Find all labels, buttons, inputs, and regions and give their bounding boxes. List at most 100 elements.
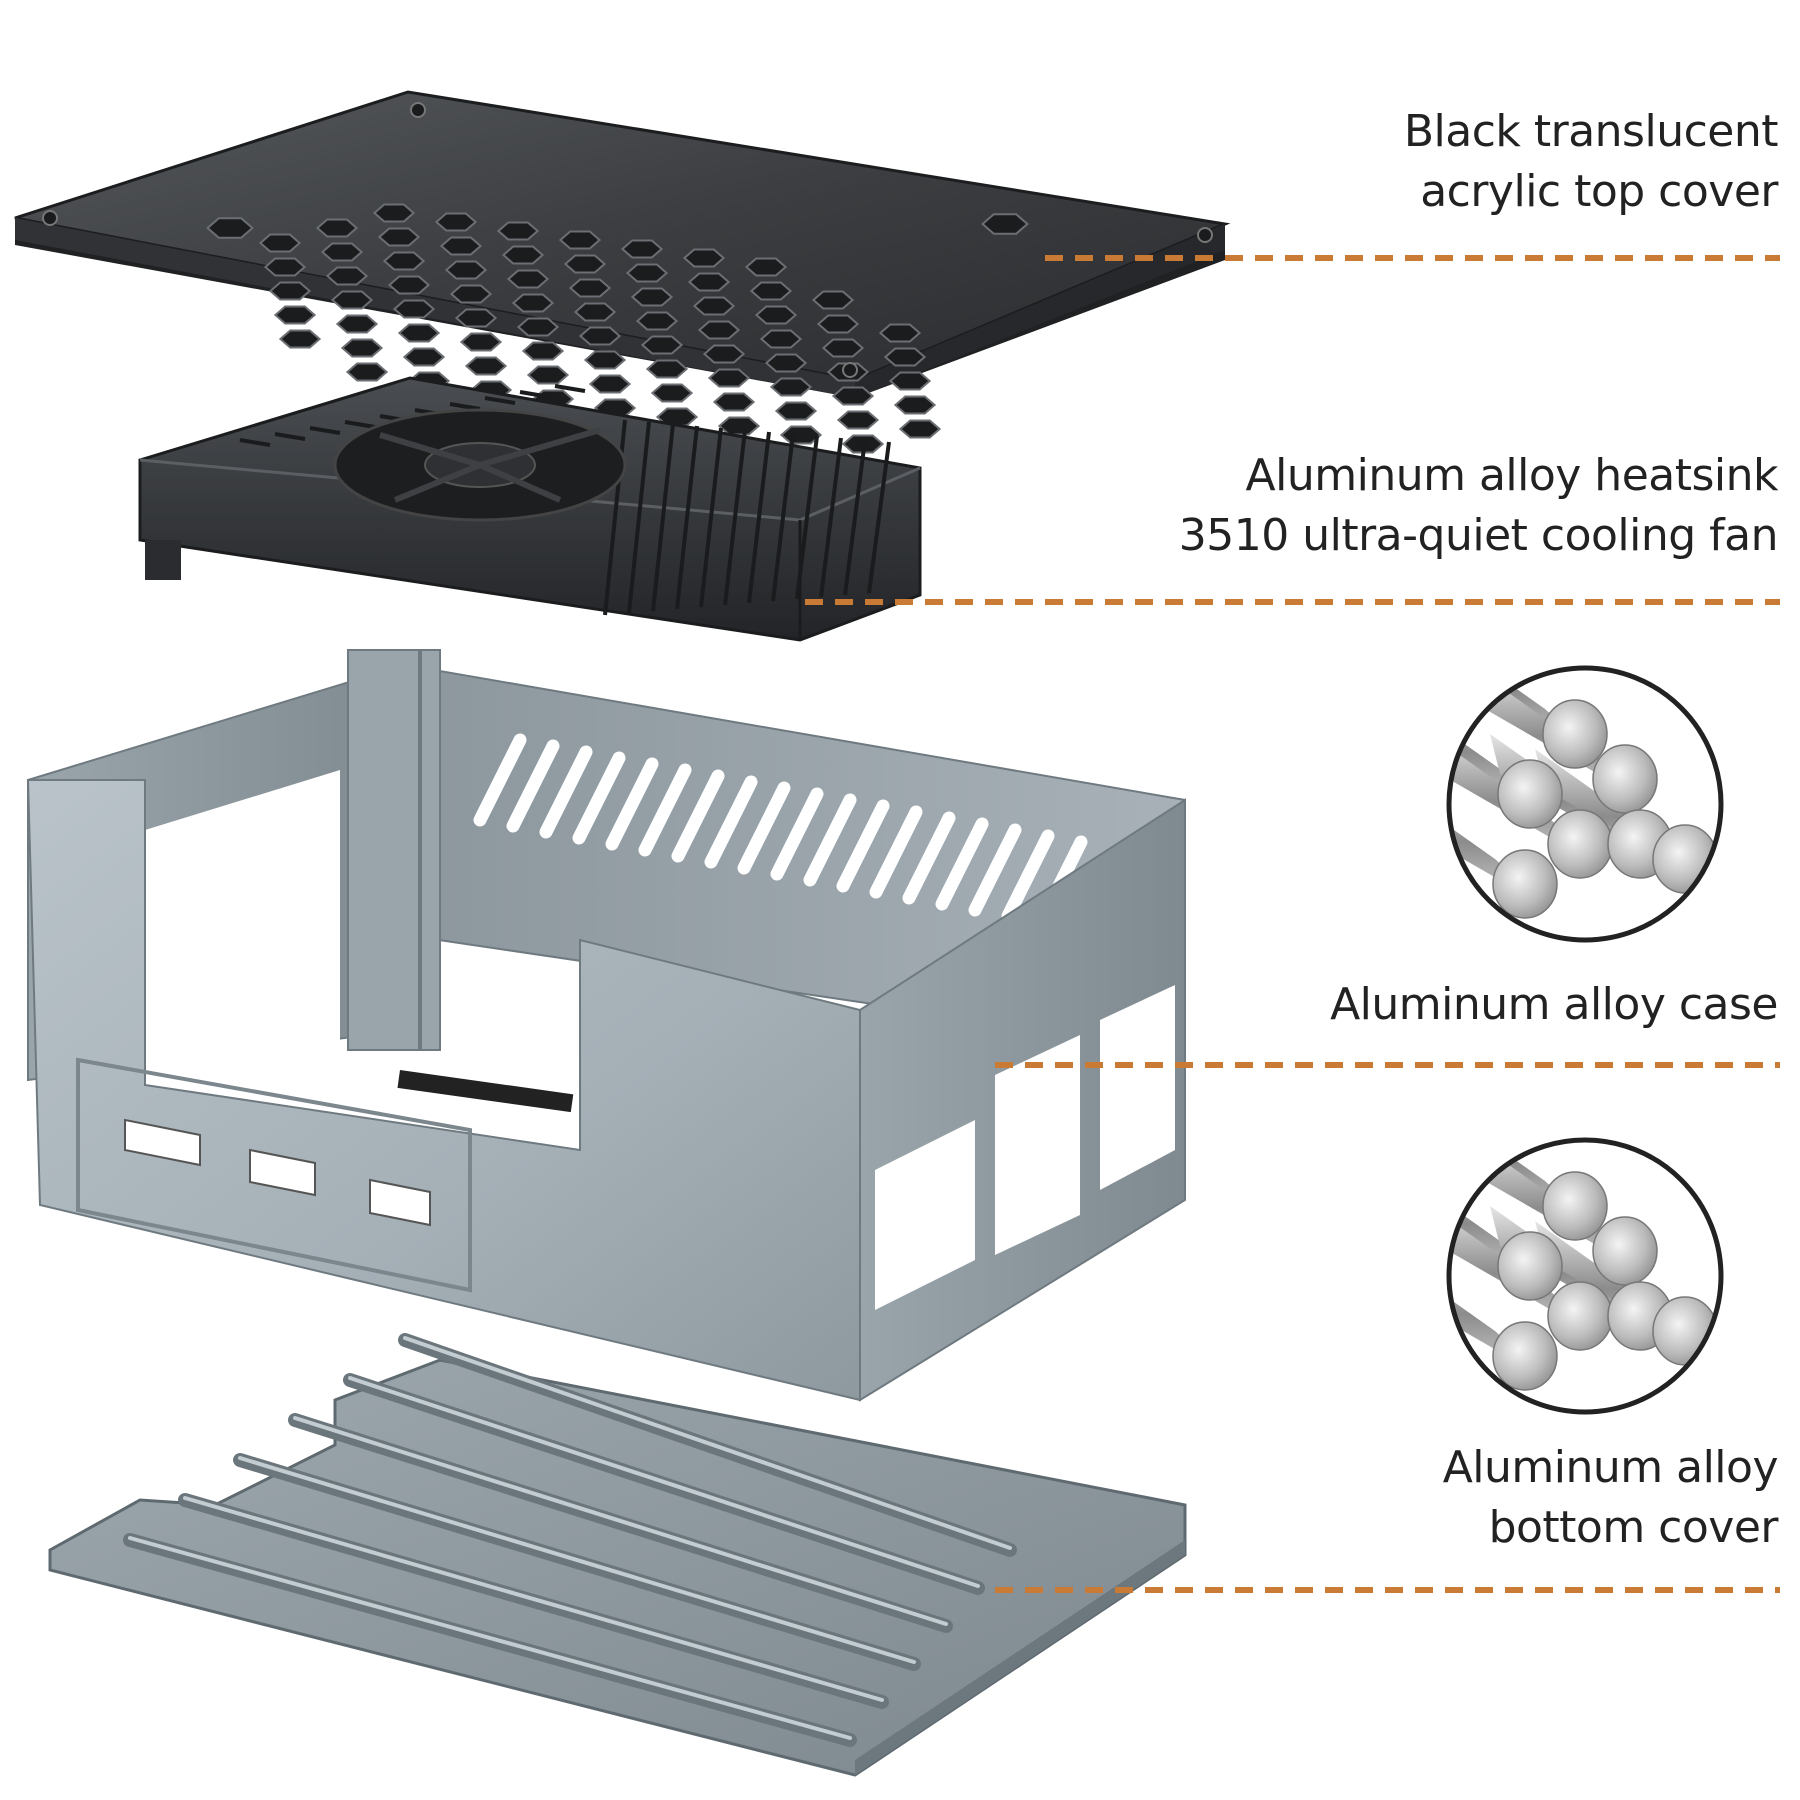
hex-vent xyxy=(392,299,436,319)
hex-vent xyxy=(702,344,746,364)
hex-vent xyxy=(454,308,498,328)
hex-vent xyxy=(568,278,612,298)
hex-vent xyxy=(583,350,627,370)
vent-slot xyxy=(572,751,626,845)
hex-vent xyxy=(402,347,446,367)
heatsink-fin xyxy=(747,431,771,604)
rod-end xyxy=(1592,1216,1658,1286)
rod-end xyxy=(1497,1231,1563,1301)
vent-slots xyxy=(473,733,1088,929)
hex-vent xyxy=(692,296,736,316)
vent-slot xyxy=(506,739,560,833)
hex-vent xyxy=(459,332,503,352)
hex-vent xyxy=(578,326,622,346)
hex-vent xyxy=(444,260,488,280)
rod-end xyxy=(1492,849,1558,919)
hex-vent xyxy=(759,329,803,349)
rod-end xyxy=(1542,699,1608,769)
label-bottom-cover-line-1: Aluminum alloy xyxy=(1442,1442,1779,1493)
hex-vent xyxy=(878,323,922,343)
hex-vent xyxy=(345,362,389,382)
heatsink-fin xyxy=(484,396,516,405)
hex-vent xyxy=(526,365,570,385)
label-top-cover-line-2: acrylic top cover xyxy=(1420,166,1778,217)
heatsink-fin xyxy=(519,390,551,399)
hex-vent xyxy=(273,305,317,325)
rod-end xyxy=(1492,1321,1558,1391)
hex-vent xyxy=(464,356,508,376)
hex-vent xyxy=(697,320,741,340)
vent-slot xyxy=(869,805,923,899)
hex-vent xyxy=(397,323,441,343)
label-top-cover-line-1: Black translucent xyxy=(1403,106,1779,157)
rod-end xyxy=(1497,759,1563,829)
heatsink-fin xyxy=(239,438,271,447)
hex-vent xyxy=(588,374,632,394)
hex-vent xyxy=(769,377,813,397)
label-heatsink: Aluminum alloy heatsink 3510 ultra-quiet… xyxy=(1179,446,1779,566)
heatsink-fin xyxy=(675,425,699,610)
hex-vent xyxy=(754,305,798,325)
heatsink-fin xyxy=(627,421,651,614)
groove-highlight xyxy=(238,1456,916,1664)
vent-slot xyxy=(935,817,989,911)
hex-vent xyxy=(335,314,379,334)
hex-vent xyxy=(898,419,942,439)
vent-slot xyxy=(836,799,890,893)
groove-highlight xyxy=(348,1376,980,1588)
leader-lines xyxy=(805,255,1780,1593)
hex-vent xyxy=(712,392,756,412)
hex-vent xyxy=(650,383,694,403)
hex-vent xyxy=(821,338,865,358)
heatsink-fin xyxy=(651,423,675,612)
hex-vent xyxy=(558,230,602,250)
hex-vent xyxy=(630,287,674,307)
heatsink-fin xyxy=(795,435,819,600)
rod-end xyxy=(1547,1281,1613,1351)
bottom-grooves xyxy=(123,1333,1017,1747)
hex-vent xyxy=(268,281,312,301)
heatsink-fin xyxy=(554,384,586,393)
vent-slot xyxy=(770,787,824,881)
hex-vent xyxy=(573,302,617,322)
hex-vent xyxy=(320,242,364,262)
hex-vent xyxy=(325,266,369,286)
groove-highlight xyxy=(128,1536,852,1740)
rod-end xyxy=(1592,744,1658,814)
hex-vent xyxy=(278,329,322,349)
heatsink-fin xyxy=(274,432,306,441)
heatsink-fin xyxy=(771,433,795,602)
hex-vent xyxy=(387,275,431,295)
vent-slot xyxy=(605,757,659,851)
vent-slot xyxy=(902,811,956,905)
aluminum-case xyxy=(26,649,1186,1402)
hex-vent xyxy=(749,281,793,301)
hex-vent xyxy=(511,293,555,313)
hex-vent xyxy=(625,263,669,283)
heatsink-fin xyxy=(819,437,843,598)
hex-vent xyxy=(382,251,426,271)
hex-vent xyxy=(774,401,818,421)
hex-vent xyxy=(888,371,932,391)
hex-vent xyxy=(717,416,761,436)
label-top-cover: Black translucent acrylic top cover xyxy=(1403,102,1779,222)
rod-end xyxy=(1547,809,1613,879)
hex-vent xyxy=(258,233,302,253)
heatsink-fin xyxy=(723,429,747,606)
hex-vent xyxy=(315,218,359,238)
vent-slot xyxy=(968,823,1022,917)
hex-vent xyxy=(263,257,307,277)
rod-end xyxy=(1542,1171,1608,1241)
hex-vent xyxy=(707,368,751,388)
vent-slot xyxy=(737,781,791,875)
hex-vent xyxy=(645,359,689,379)
hex-vent xyxy=(811,290,855,310)
hex-vent xyxy=(687,272,731,292)
hex-vent xyxy=(501,245,545,265)
vent-slot xyxy=(671,769,725,863)
vent-slot xyxy=(539,745,593,839)
hex-vent xyxy=(981,213,1029,235)
hex-vent xyxy=(640,335,684,355)
hex-vent xyxy=(883,347,927,367)
